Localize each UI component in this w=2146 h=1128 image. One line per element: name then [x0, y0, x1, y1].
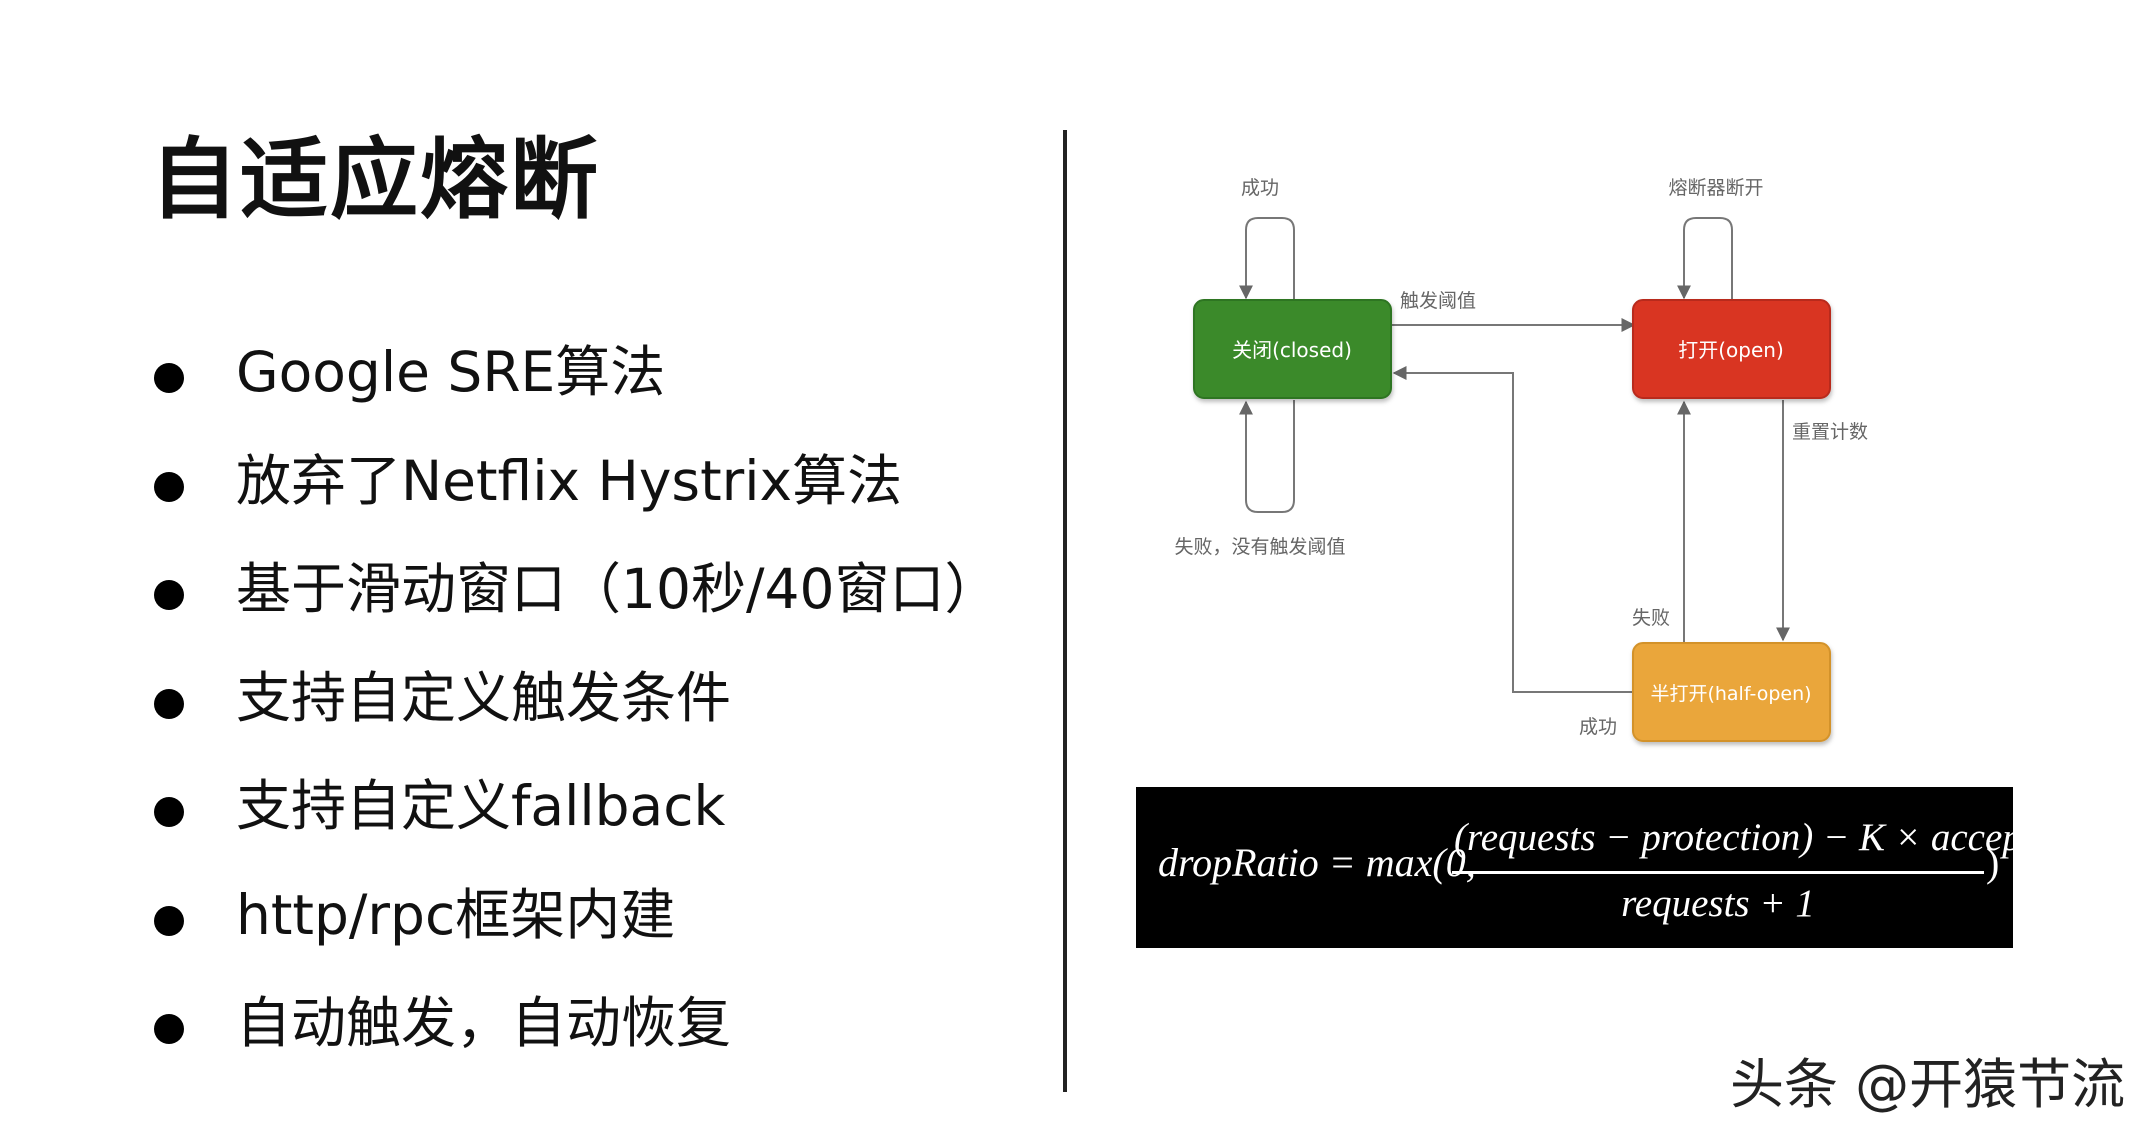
- formula-lhs: dropRatio = max(0,: [1158, 840, 1476, 885]
- bullet-text: 支持自定义触发条件: [236, 665, 732, 730]
- bullet-item: 自动触发，自动恢复: [150, 983, 1000, 1092]
- edge-label-closed-success: 成功: [1241, 177, 1279, 199]
- bullet-text: 放弃了Netflix Hystrix算法: [236, 448, 903, 513]
- formula-numerator: (requests − protection) − K × accepts: [1454, 816, 2048, 859]
- edge-label-half-to-closed: 成功: [1579, 716, 1617, 738]
- bullet-text: Google SRE算法: [236, 340, 666, 404]
- bullet-dot-icon: [154, 363, 184, 393]
- bullet-item: http/rpc框架内建: [150, 875, 1000, 984]
- bullet-text: http/rpc框架内建: [236, 882, 676, 947]
- bullet-text: 支持自定义fallback: [236, 774, 726, 838]
- state-closed-box: [1193, 299, 1392, 399]
- edge-label-half-to-open: 失败: [1632, 607, 1670, 629]
- edge-label-open-breaker: 熔断器断开: [1668, 177, 1763, 199]
- slide-title: 自适应熔断: [150, 128, 601, 231]
- edge-label-closed-to-open: 触发阈值: [1400, 290, 1476, 312]
- edge-label-closed-fail: 失败，没有触发阈值: [1174, 536, 1345, 558]
- bullet-item: 支持自定义fallback: [150, 766, 1000, 875]
- vertical-divider: [1063, 130, 1067, 1092]
- bullet-dot-icon: [154, 905, 184, 936]
- open-breaker-loop: [1683, 217, 1733, 300]
- state-open-label: 打开(open): [1678, 338, 1784, 362]
- bullet-item: 基于滑动窗口（10秒/40窗口）: [150, 549, 1000, 658]
- state-half-open-label: 半打开(half-open): [1650, 683, 1811, 705]
- state-open-box: [1632, 299, 1831, 399]
- formula-fraction-bar: [1452, 871, 1984, 874]
- state-closed-label: 关闭(closed): [1232, 338, 1352, 362]
- bullet-text: 基于滑动窗口（10秒/40窗口）: [236, 557, 1000, 621]
- state-half-open-box: [1632, 642, 1831, 742]
- bullet-item: 支持自定义触发条件: [150, 658, 1000, 767]
- closed-fail-loop: [1245, 400, 1295, 513]
- bullet-dot-icon: [154, 797, 184, 827]
- bullet-text: 自动触发，自动恢复: [236, 991, 732, 1055]
- bullet-dot-icon: [154, 580, 184, 610]
- half-to-closed-edge: [1392, 366, 1634, 693]
- formula-rhs: ): [1986, 840, 2000, 885]
- closed-success-loop: [1245, 217, 1295, 300]
- drop-ratio-formula: dropRatio = max(0, (requests − protectio…: [1136, 787, 2048, 948]
- bullet-dot-icon: [154, 1014, 184, 1044]
- formula-denominator: requests + 1: [1621, 882, 1815, 925]
- watermark: 头条 @开猿节流: [1730, 1053, 2126, 1116]
- bullet-dot-icon: [154, 688, 184, 719]
- edge-label-open-to-half: 重置计数: [1792, 421, 1868, 443]
- bullet-item: 放弃了Netflix Hystrix算法: [150, 441, 1000, 550]
- bullet-item: Google SRE算法: [150, 332, 1000, 441]
- bullet-list: Google SRE算法 放弃了Netflix Hystrix算法 基于滑动窗口…: [150, 332, 1000, 1092]
- bullet-dot-icon: [154, 471, 184, 502]
